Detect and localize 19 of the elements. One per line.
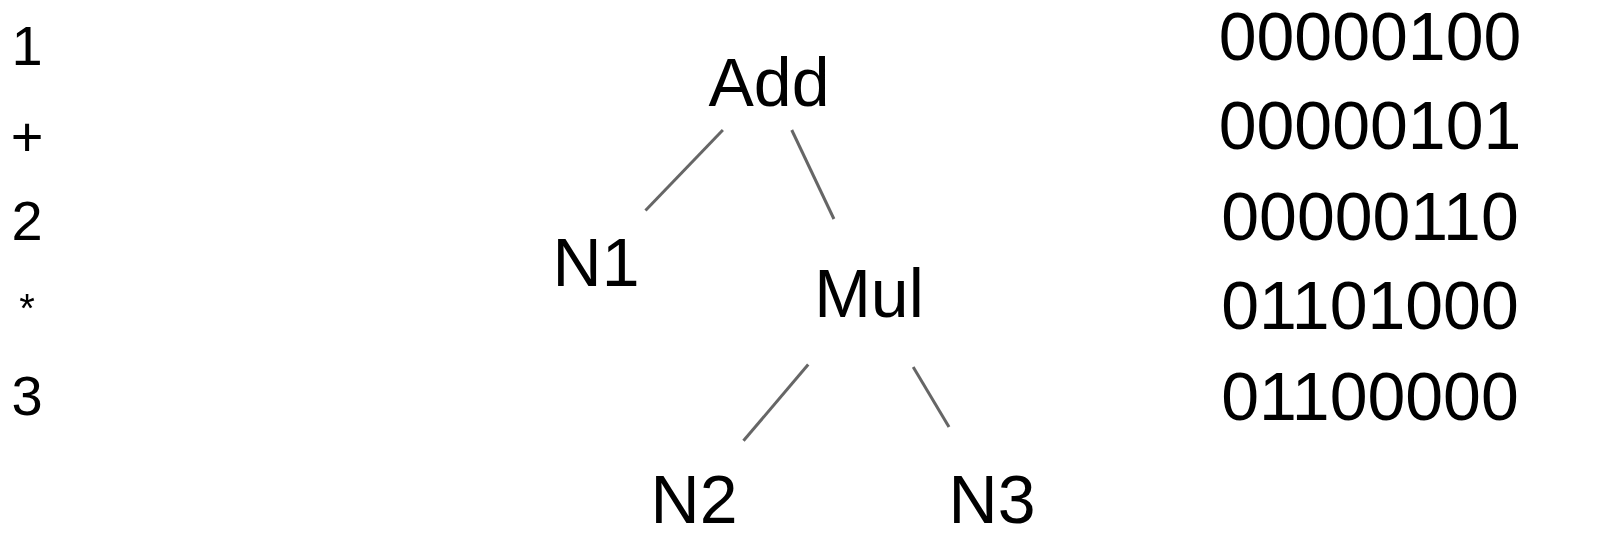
binary-code: 00000110 xyxy=(1221,182,1519,250)
tree-edge xyxy=(790,129,836,220)
expression-token: + xyxy=(10,109,44,165)
binary-code: 01101000 xyxy=(1221,271,1519,339)
node-label: N2 xyxy=(644,427,744,548)
expression-token: 3 xyxy=(11,368,43,424)
tree-edge xyxy=(911,366,951,428)
node-label: N3 xyxy=(942,427,1042,548)
expression-token: 2 xyxy=(11,193,43,249)
expression-token: * xyxy=(19,288,35,328)
binary-code: 01100000 xyxy=(1221,362,1519,430)
binary-code: 00000100 xyxy=(1218,2,1522,70)
tree-edge xyxy=(644,128,724,212)
node-label: Mul xyxy=(808,219,930,367)
binary-code: 00000101 xyxy=(1218,91,1522,159)
expression-token: 1 xyxy=(11,18,43,74)
node-label: N1 xyxy=(546,194,646,330)
node-label: Add xyxy=(702,34,836,130)
tree-edge xyxy=(742,363,810,442)
